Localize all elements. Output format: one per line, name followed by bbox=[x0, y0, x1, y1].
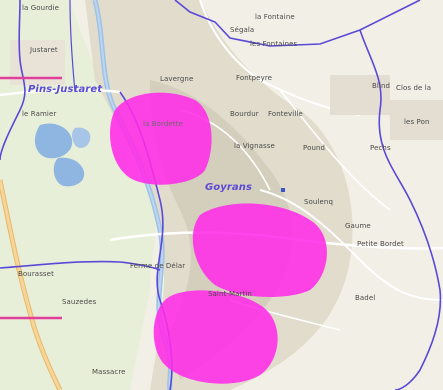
place-label-fonteville: Fonteville bbox=[268, 110, 303, 118]
place-label-la-gourdie: la Gourdie bbox=[22, 4, 60, 12]
highlight-zone-south[interactable] bbox=[153, 290, 278, 384]
place-label-fontpeyre: Fontpeyre bbox=[236, 74, 273, 82]
built-area-2 bbox=[390, 100, 443, 140]
commune-label-pins-justaret: Pins-Justaret bbox=[28, 84, 103, 95]
place-label-petite-bordet: Petite Bordet bbox=[357, 240, 404, 248]
road-6 bbox=[279, 89, 391, 211]
place-label-les-pon: les Pon bbox=[404, 118, 430, 126]
place-label-badel: Badel bbox=[355, 294, 376, 302]
lake-2 bbox=[53, 157, 85, 187]
place-label-les-fontaines: les Fontaines bbox=[250, 40, 298, 48]
place-label-massacre: Massacre bbox=[92, 368, 126, 376]
boundary-north bbox=[174, 0, 421, 47]
boundary-small bbox=[69, 0, 76, 93]
road-4 bbox=[259, 189, 443, 301]
place-label-blind: Blind bbox=[372, 82, 391, 90]
boundary-east bbox=[359, 29, 442, 390]
place-label-la-fontaine: la Fontaine bbox=[255, 13, 295, 21]
place-label-saint-martin: Saint-Martin bbox=[208, 290, 252, 298]
place-label-la-vignasse: la Vignasse bbox=[234, 142, 275, 150]
floodplain-area bbox=[0, 0, 157, 390]
lake-3 bbox=[72, 127, 91, 148]
boundary-south-west bbox=[0, 260, 161, 271]
place-label-pound: Pound bbox=[303, 144, 326, 152]
place-label-clos-de-la: Clos de la bbox=[396, 84, 432, 92]
place-label-segala: Ségala bbox=[230, 26, 255, 34]
place-label-soulenq: Soulenq bbox=[304, 198, 333, 206]
lake-1 bbox=[34, 123, 73, 159]
place-label-la-bordette: la Bordette bbox=[143, 120, 183, 128]
town-marker bbox=[281, 188, 285, 192]
place-label-lavergne: Lavergne bbox=[160, 75, 194, 83]
place-label-sauzedes: Sauzedes bbox=[62, 298, 97, 306]
place-label-gaume: Gaume bbox=[345, 222, 371, 230]
boundary-left bbox=[0, 0, 26, 161]
highlight-zone-middle[interactable] bbox=[192, 203, 327, 297]
place-label-ferme-de-delar: Ferme de Délar bbox=[130, 262, 186, 270]
commune-label-goyrans: Goyrans bbox=[205, 182, 253, 193]
place-label-pechs: Pechs bbox=[370, 144, 391, 152]
highlight-zone-north[interactable] bbox=[110, 92, 212, 185]
road-1 bbox=[0, 88, 121, 97]
place-label-le-ramier: le Ramier bbox=[22, 110, 57, 118]
place-label-justaret: Justaret bbox=[30, 46, 58, 54]
place-label-bourasset: Bourasset bbox=[18, 270, 54, 278]
place-label-bourdur: Bourdur bbox=[230, 110, 259, 118]
